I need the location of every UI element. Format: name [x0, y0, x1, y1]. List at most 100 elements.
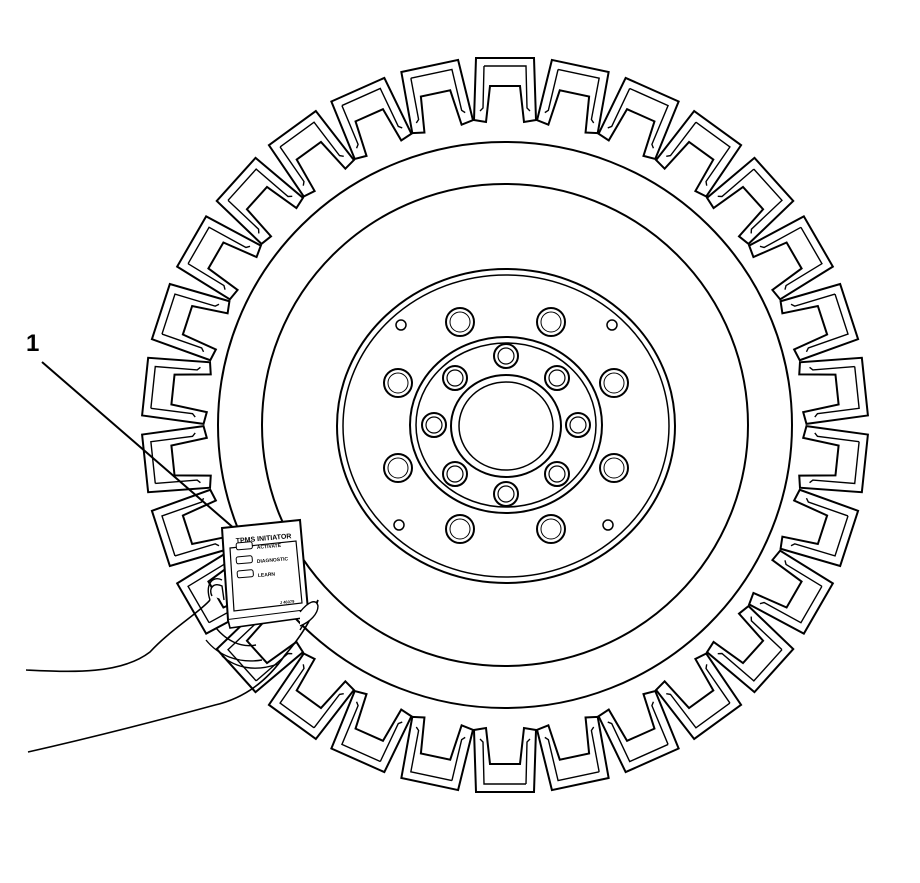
tread-lug-outline [330, 76, 413, 161]
tread-lug-outline [705, 156, 795, 246]
tread-lug-outline [267, 109, 356, 198]
tread-lug [215, 156, 305, 246]
tread-lug [597, 689, 680, 774]
tread-lug [140, 356, 212, 426]
tool-button-learn[interactable]: LEARN [236, 569, 276, 579]
tread-lug-outline [597, 689, 680, 774]
hub-ring [409, 336, 603, 514]
center-bore-inner [458, 381, 554, 471]
tread-lug [267, 652, 356, 741]
tread-lug-groove [410, 726, 466, 782]
bolt-hole-inner [449, 518, 471, 540]
tread-lug-groove [790, 497, 849, 557]
tread-lug-outline [140, 356, 212, 426]
tread-lug [654, 109, 743, 198]
tread-lug-outline [798, 356, 870, 426]
tool-footer-text: J 46079 [280, 599, 296, 605]
tread-lug-groove [479, 738, 531, 785]
tread-lug-groove [279, 121, 344, 186]
tread-lug-outline [330, 689, 413, 774]
tread-lug-groove [607, 701, 669, 763]
tread-lug-groove [341, 87, 403, 149]
tread-lug [267, 109, 356, 198]
vent-hole [395, 319, 407, 331]
tread-lug [705, 156, 795, 246]
tread-lug [330, 689, 413, 774]
tread-lug-outline [267, 652, 356, 741]
tread-lug [798, 424, 870, 494]
tread-lug-outline [779, 488, 860, 568]
center-bore [450, 374, 562, 478]
tread-lug-groove [161, 293, 220, 353]
tread-lug-groove [666, 121, 731, 186]
tread-lug-outline [654, 109, 743, 198]
bolt-hole-inner [603, 457, 625, 479]
wheel-rim-outer [261, 183, 749, 667]
tread-lug [779, 282, 860, 362]
tread-lug-outline [472, 57, 538, 124]
lug-nut-inner [446, 369, 464, 387]
wheel-disc-inner [342, 274, 670, 578]
tread-lug-outline [535, 58, 610, 135]
lug-nuts [421, 343, 591, 507]
bolt-hole-inner [603, 372, 625, 394]
tread-lug [597, 76, 680, 161]
tread-lug-groove [809, 432, 860, 485]
bolt-hole-inner [540, 311, 562, 333]
tread-lug-outline [597, 76, 680, 161]
callout-leader-line [41, 361, 237, 531]
tread-lug-outline [798, 424, 870, 494]
tread-lug [150, 282, 231, 362]
tread-lug-outline [747, 549, 835, 635]
tread-lug-groove [544, 726, 600, 782]
tread-lug-outline [400, 58, 475, 135]
lug-nut-inner [497, 485, 515, 503]
tread-lug-groove [479, 65, 531, 112]
tread-lug-groove [666, 664, 731, 729]
tread-lug-groove [227, 168, 293, 234]
tread-lug-groove [544, 68, 600, 124]
lug-nut-inner [446, 465, 464, 483]
tread-lug [400, 715, 475, 792]
vent-hole [393, 519, 405, 531]
tread-lug [140, 424, 212, 494]
tread-lug-groove [150, 365, 201, 418]
tread-lug [798, 356, 870, 426]
tool-header-text: TPMS INITIATOR [236, 533, 292, 545]
tread-lug [400, 58, 475, 135]
bolt-hole-inner [387, 372, 409, 394]
hand-thumb [299, 601, 319, 627]
hand-fingers [205, 578, 319, 669]
lug-nut-inner [569, 416, 587, 434]
tpms-tool: TPMS INITIATOR ACTIVATE DIAGNOSTIC LEARN… [220, 518, 312, 629]
lug-nut-inner [548, 465, 566, 483]
bolt-hole-inner [387, 457, 409, 479]
tread-lug [779, 488, 860, 568]
bolt-hole-inner [449, 311, 471, 333]
tread-lug [747, 215, 835, 301]
tread-lug-groove [809, 365, 860, 418]
tread-lug-groove [759, 560, 823, 624]
vent-hole [602, 519, 614, 531]
tread-lug-groove [717, 616, 783, 682]
tread-lug-groove [279, 664, 344, 729]
tool-button-activate[interactable]: ACTIVATE [235, 541, 282, 551]
tread-lug-groove [187, 226, 251, 290]
tread-lug [705, 604, 795, 694]
tread-lug-outline [654, 652, 743, 741]
lug-nut-inner [497, 347, 515, 365]
tool-button-diagnostic[interactable]: DIAGNOSTIC [235, 555, 289, 565]
tread-lug-groove [410, 68, 466, 124]
tread-lug [472, 726, 538, 793]
tread-lug-outline [175, 215, 263, 301]
tool-button-learn-label: LEARN [258, 571, 276, 579]
tread-lug-groove [759, 226, 823, 290]
wheel-disc [336, 268, 676, 584]
tread-lug-outline [705, 604, 795, 694]
tread-lug-outline [747, 215, 835, 301]
tool-button-activate-label: ACTIVATE [257, 543, 282, 551]
tread-lug-groove [341, 701, 403, 763]
tread-lug-groove [150, 432, 201, 485]
tread-lug-groove [790, 293, 849, 353]
vent-hole [606, 319, 618, 331]
